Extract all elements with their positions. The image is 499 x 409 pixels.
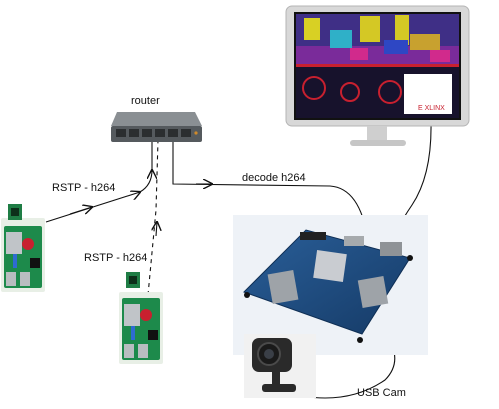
rstp-arrow-pi1 [69, 207, 92, 215]
rstp-label-top: RSTP - h264 [52, 182, 115, 194]
router-device [111, 112, 202, 142]
usb-cam-label: USB Cam [357, 387, 406, 399]
raspberry-pi-1 [1, 204, 45, 292]
monitor: E XLINX [285, 5, 470, 146]
decode-label: decode h264 [242, 172, 306, 184]
usb-link [301, 344, 396, 399]
usb-camera [244, 334, 316, 398]
fpga-board [233, 215, 428, 355]
rstp-link-pi2 [147, 139, 159, 296]
monitor-brand: E XLINX [418, 105, 445, 112]
raspberry-pi-2 [119, 272, 163, 364]
rstp-link-pi1 [45, 140, 152, 223]
router-label: router [131, 95, 160, 107]
rstp-arrow-pi2 [156, 222, 157, 237]
rstp-label-bottom: RSTP - h264 [84, 252, 147, 264]
